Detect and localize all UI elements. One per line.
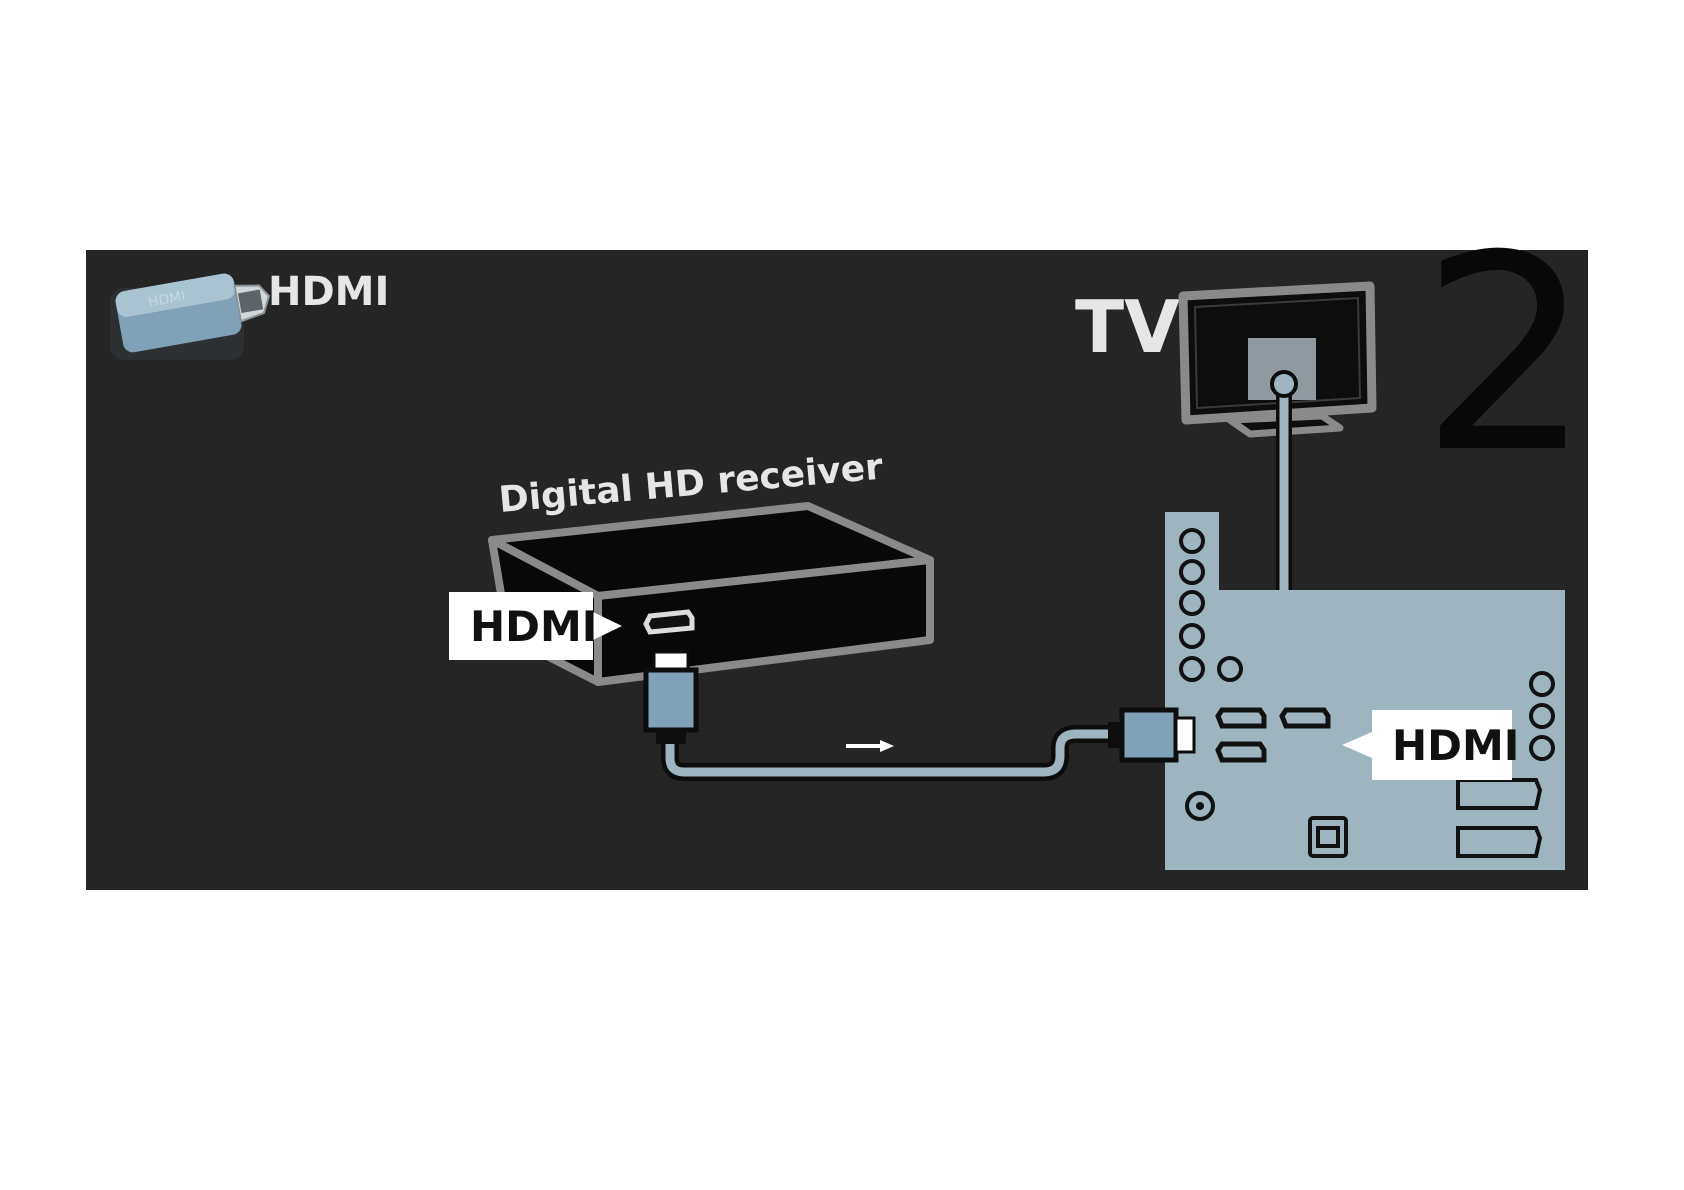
tv-label: TV (1075, 285, 1180, 369)
tv-hdmi-plug (1108, 710, 1194, 760)
receiver-hdmi-label: HDMI (470, 602, 597, 651)
hdmi-connector-label: HDMI (268, 269, 389, 315)
receiver-hdmi-port (646, 612, 692, 632)
receiver-hdmi-plug (646, 652, 696, 744)
receiver-hdmi-callout: HDMI (449, 592, 622, 660)
tv-hdmi-label: HDMI (1392, 721, 1519, 770)
step-number: 2 (1420, 197, 1592, 512)
